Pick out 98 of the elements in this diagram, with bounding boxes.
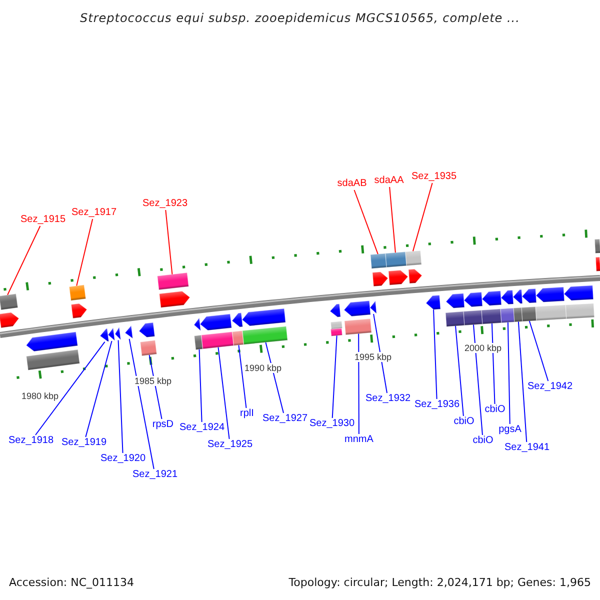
gene-block (156, 272, 190, 290)
gene-label: Sez_1924 (180, 422, 225, 434)
gene-label: sdaAA (374, 175, 404, 187)
gene-block (481, 308, 502, 324)
gene-label: mnmA (344, 434, 374, 446)
gene-label: Sez_1936 (414, 399, 460, 411)
gene-label: Sez_1927 (262, 413, 308, 425)
leader-line (373, 313, 388, 394)
gene-block (385, 251, 407, 268)
scale-label: 1990 kbp (244, 363, 283, 373)
leader-line (491, 322, 496, 404)
pointed-gene-block (522, 288, 537, 304)
scale-label: 1985 kbp (134, 376, 173, 386)
leader-line (35, 341, 106, 436)
pointed-gene-block (114, 326, 122, 340)
pointed-gene-block (482, 290, 502, 306)
pointed-gene-block (138, 322, 156, 338)
gene-label: pgsA (498, 424, 522, 436)
leader-line (332, 335, 338, 418)
leader-line (165, 210, 173, 275)
gene-block (194, 334, 204, 350)
leader-line (85, 340, 112, 438)
pointed-gene-block (124, 325, 134, 339)
gene-label: Sez_1915 (20, 214, 66, 226)
pointed-gene-block (426, 294, 441, 310)
gene-block (521, 306, 537, 322)
pointed-gene-block (0, 312, 20, 328)
pointed-gene-block (388, 270, 408, 286)
pointed-gene-block (70, 303, 88, 319)
gene-block (140, 340, 158, 356)
gene-block (405, 250, 422, 266)
gene-label: cbiO (484, 404, 506, 416)
gene-label: Sez_1923 (142, 198, 188, 210)
leader-line (507, 322, 510, 424)
leader-line (528, 320, 549, 382)
pointed-gene-block (108, 327, 116, 341)
leader-line (198, 348, 202, 422)
gene-label: sdaAB (337, 178, 367, 190)
pointed-gene-block (158, 290, 190, 308)
leader-line (433, 309, 438, 400)
gene-block (463, 310, 483, 326)
genome-summary-text: Topology: circular; Length: 2,024,171 bp; Genes: 1,965 (288, 576, 591, 588)
scale-label: 1995 kbp (354, 352, 393, 362)
leader-line (76, 218, 94, 286)
diagram-title: Streptococcus equi subsp. zooepidemicus MGCS10565, complete ... (80, 11, 520, 25)
pointed-gene-block (564, 285, 594, 301)
gene-label: cbiO (472, 435, 494, 447)
leader-line (218, 346, 230, 440)
pointed-gene-block (500, 290, 514, 305)
leader-line (473, 324, 483, 436)
gene-label: Sez_1942 (528, 381, 573, 393)
pointed-gene-block (100, 328, 110, 342)
gene-label: Sez_1918 (8, 435, 54, 447)
gene-block (26, 349, 80, 371)
accession-text: Accession: NC_011134 (9, 576, 134, 588)
scale-label: 1980 kbp (20, 391, 60, 401)
gene-block (370, 253, 387, 269)
gene-block (500, 308, 515, 324)
gene-label: rplI (240, 408, 254, 420)
gene-block (445, 311, 465, 327)
leader-line (265, 342, 284, 414)
leader-line (455, 326, 464, 416)
gene-block (232, 330, 244, 346)
scale-label: 2000 kbp (464, 343, 503, 353)
gene-label: rpsD (152, 419, 174, 431)
gene-block (68, 284, 86, 301)
leader-line (354, 190, 378, 255)
gene-block (330, 328, 343, 336)
gene-label: Sez_1925 (208, 439, 253, 451)
gene-block (330, 320, 343, 330)
gene-label: Sez_1935 (412, 171, 457, 183)
gene-label: Sez_1941 (504, 442, 550, 454)
gene-label: Sez_1921 (132, 469, 178, 481)
leader-line (412, 182, 433, 252)
gene-block (0, 293, 18, 310)
pointed-gene-block (408, 268, 422, 284)
gene-label: Sez_1930 (310, 418, 355, 430)
pointed-gene-block (512, 289, 523, 304)
gene-label: Sez_1917 (72, 207, 117, 219)
gene-label: Sez_1932 (366, 393, 411, 405)
gene-block (565, 303, 595, 320)
pointed-gene-block (372, 272, 388, 287)
pointed-gene-block (330, 304, 341, 318)
leader-line (128, 338, 154, 470)
leader-line (518, 321, 528, 442)
gene-label: Sez_1919 (62, 437, 107, 449)
gene-block (595, 256, 600, 272)
leader-line (238, 344, 247, 408)
gene-block (594, 238, 600, 254)
leader-line (389, 186, 396, 254)
gene-label: cbiO (454, 416, 474, 428)
gene-label: Sez_1920 (100, 453, 146, 465)
pointed-gene-block (26, 331, 78, 352)
leader-line (358, 333, 360, 434)
pointed-gene-block (464, 292, 483, 308)
pointed-gene-block (446, 293, 465, 308)
pointed-gene-block (536, 286, 565, 302)
leader-line (118, 340, 124, 454)
